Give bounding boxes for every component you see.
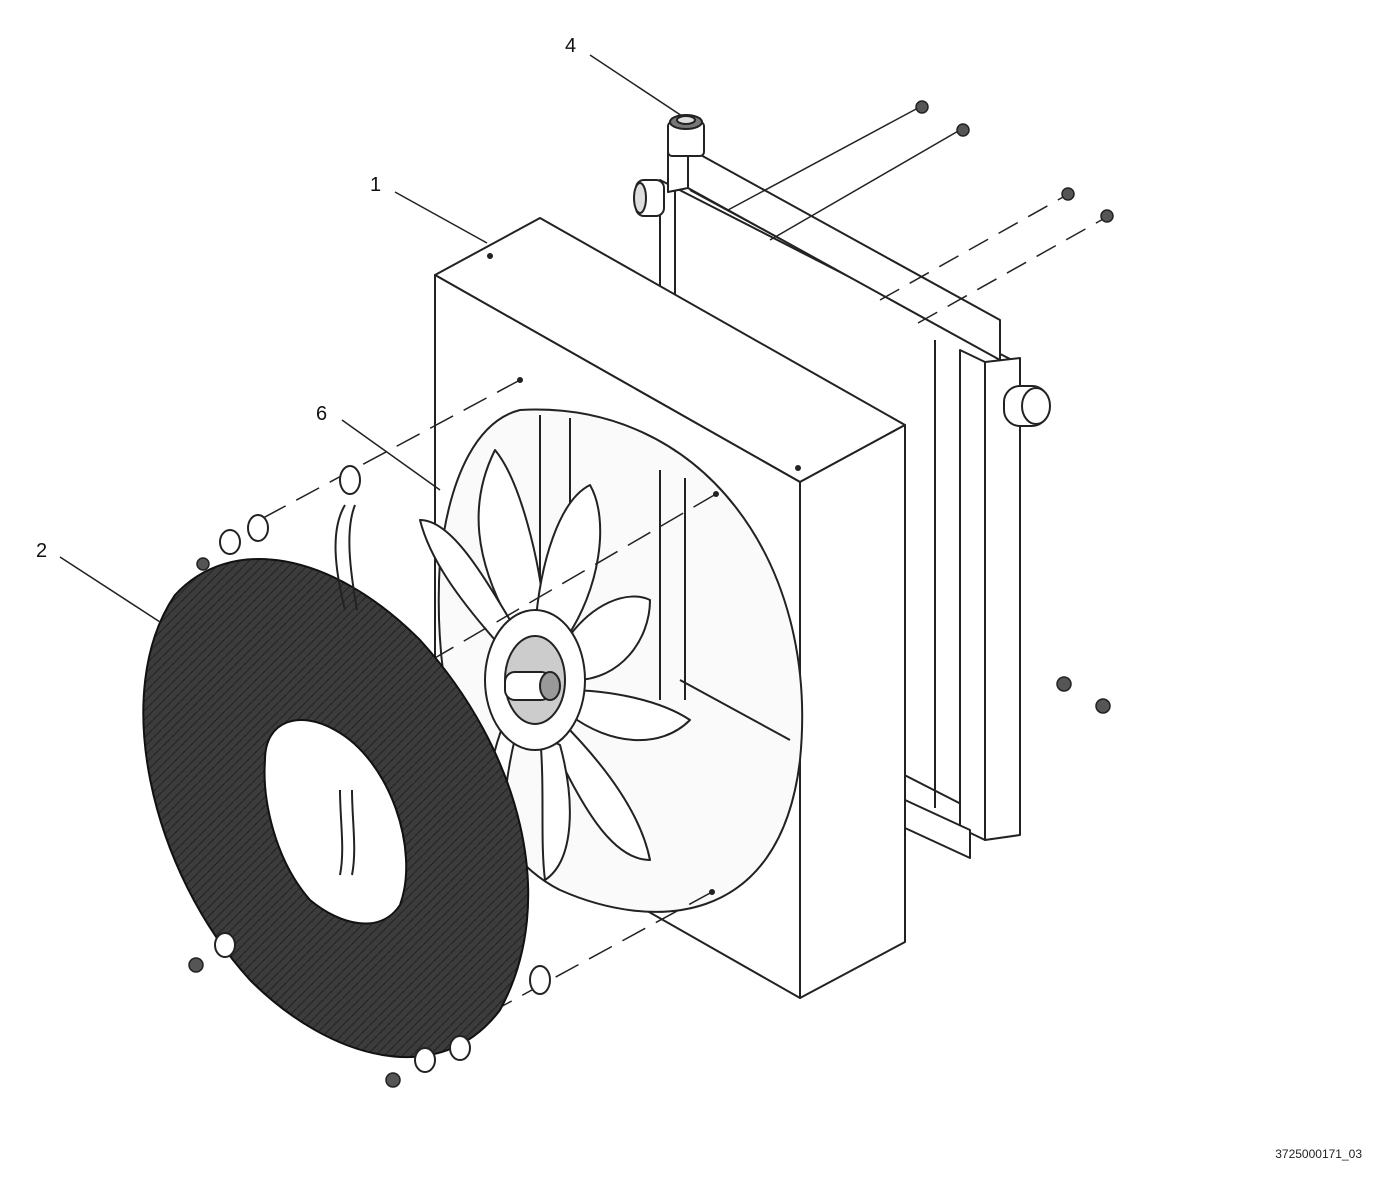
radiator-fitting-right — [1003, 385, 1051, 427]
radiator-top-tank — [667, 147, 1001, 361]
fan-hub — [484, 609, 586, 751]
filler-cap-4 — [667, 114, 705, 157]
mounting-lines-right — [727, 107, 1106, 324]
bolt-icon — [1100, 209, 1114, 223]
callout-2: 2 — [36, 540, 48, 562]
bolt-group-left — [188, 557, 401, 1088]
callout-4: 4 — [565, 35, 577, 57]
callout-1: 1 — [370, 174, 382, 196]
figure-id: 3725000171_03 — [1275, 1147, 1362, 1161]
leader-line-2 — [59, 556, 161, 623]
guard-tube — [334, 504, 358, 876]
leader-line-6 — [341, 419, 441, 491]
bolt-icon — [956, 123, 970, 137]
bolt-icon — [196, 557, 210, 571]
bolt-icon — [915, 100, 929, 114]
bolt-icon — [1056, 676, 1072, 692]
bolt-icon — [385, 1072, 401, 1088]
leader-lines — [59, 54, 683, 623]
bolt-icon — [188, 957, 204, 973]
leader-line-1 — [394, 191, 488, 244]
bolt-group-right — [915, 100, 1114, 714]
bolt-icon — [1095, 698, 1111, 714]
guard-brackets — [214, 465, 551, 1073]
callout-6: 6 — [316, 403, 328, 425]
bolt-icon — [1061, 187, 1075, 201]
radiator-fitting-left — [633, 179, 665, 217]
leader-line-4 — [589, 54, 683, 117]
